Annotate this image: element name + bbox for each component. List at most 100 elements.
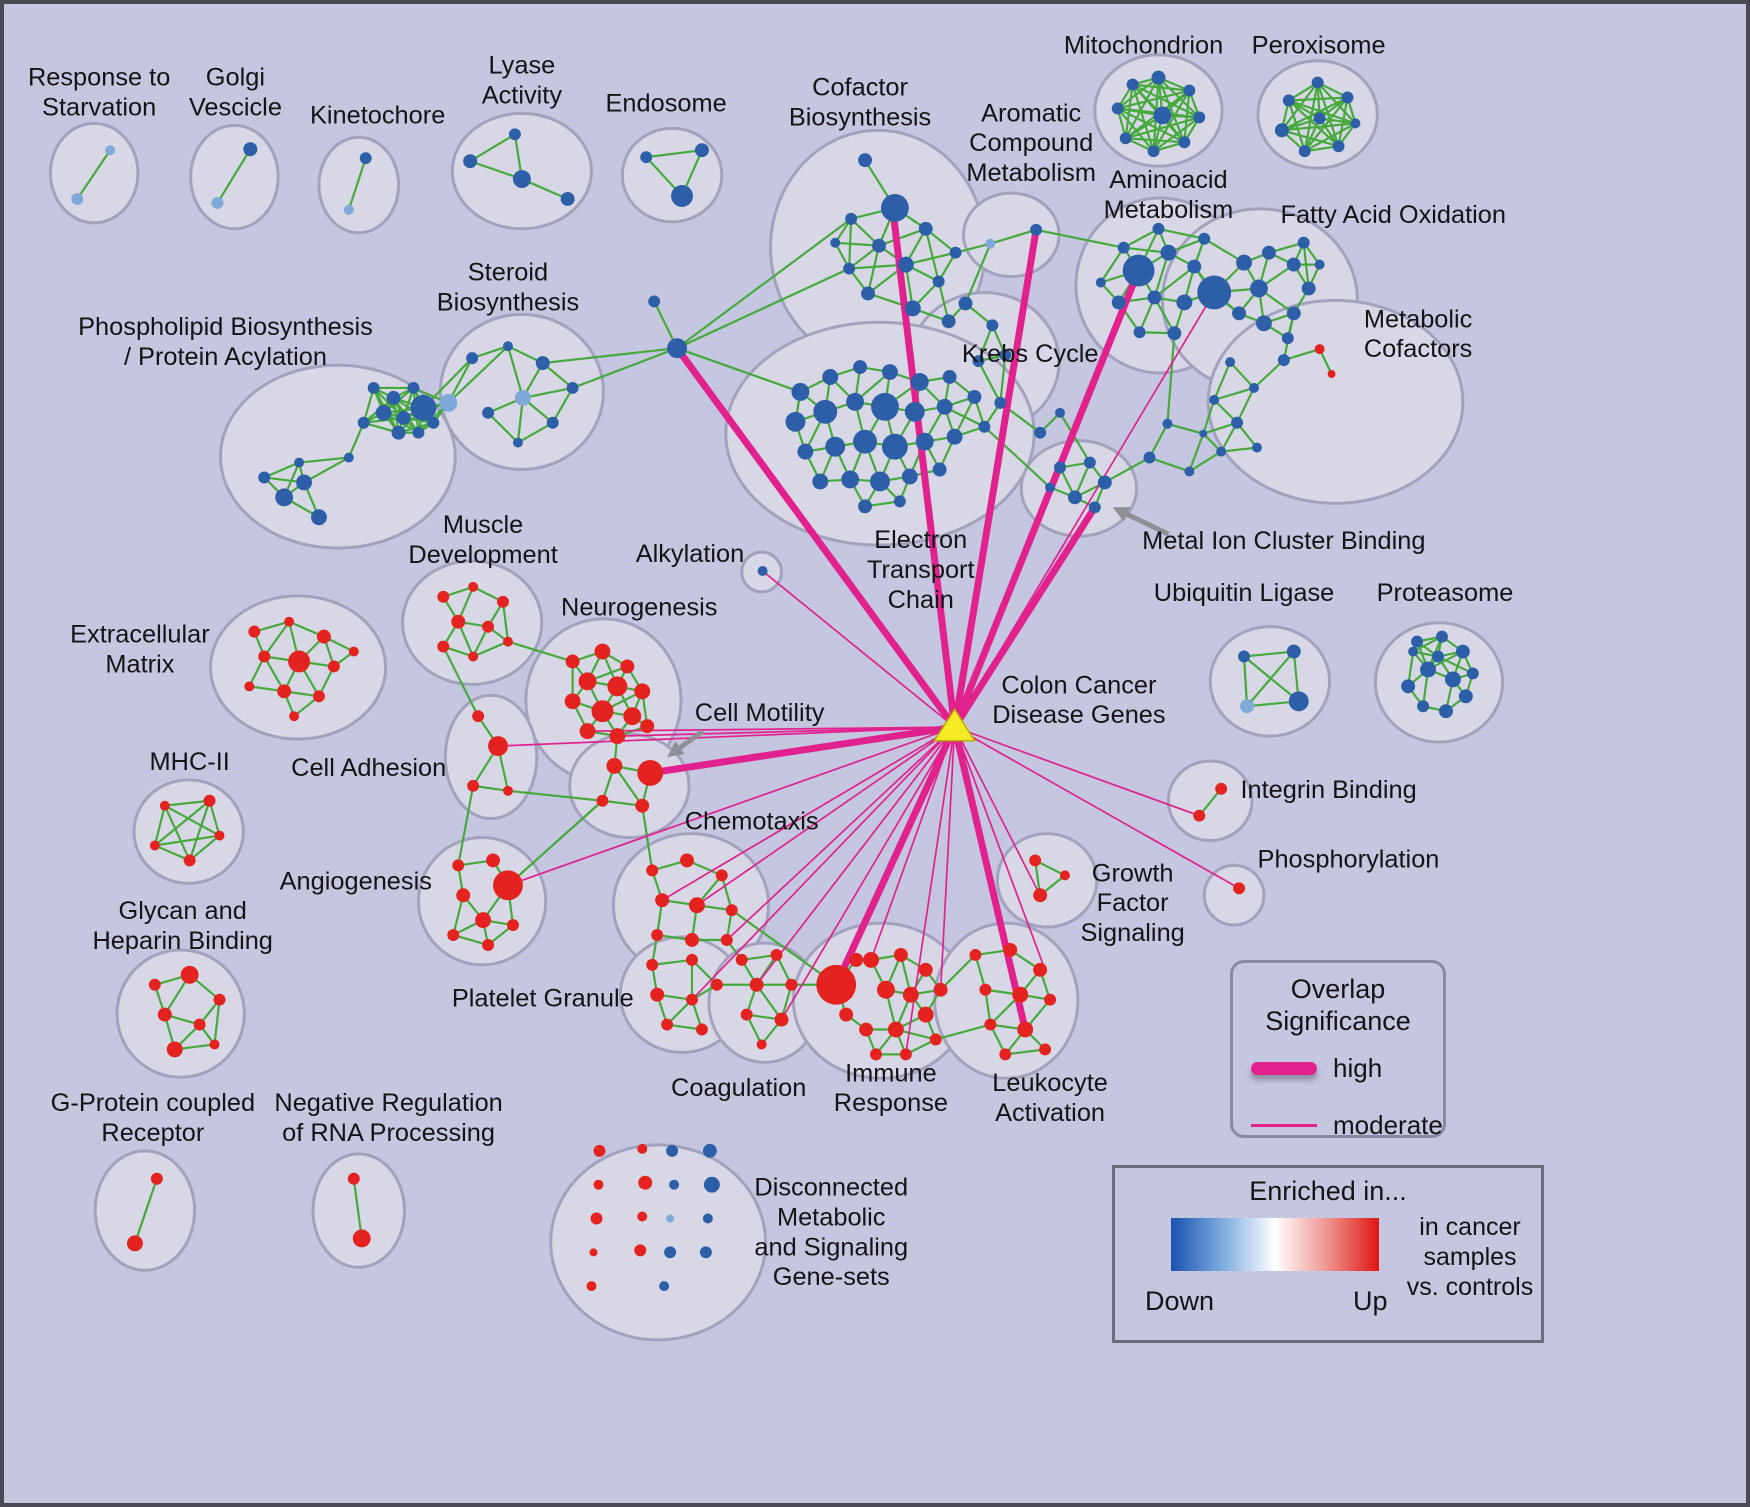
gene-set-node — [881, 364, 898, 380]
gene-set-node — [367, 381, 380, 394]
gene-set-node — [1199, 429, 1208, 438]
disease-association-edge-moderate — [953, 726, 1046, 971]
gene-set-node — [853, 360, 868, 375]
gene-set-node — [870, 471, 890, 492]
gene-set-node — [566, 381, 579, 394]
gene-set-node — [1288, 691, 1309, 712]
gene-set-node — [427, 416, 440, 429]
gene-overlap-edge — [154, 799, 211, 847]
gene-set-node — [1314, 259, 1325, 270]
gene-set-node — [1438, 704, 1453, 719]
gene-set-node — [468, 581, 479, 592]
gene-set-node — [502, 636, 513, 647]
gene-overlap-edge — [298, 456, 349, 464]
gene-overlap-edge — [501, 601, 510, 642]
gene-set-node — [872, 238, 886, 253]
cluster-hull-metabolic-cofactors — [1206, 298, 1465, 505]
gene-set-node — [861, 286, 875, 301]
gene-set-node — [1147, 145, 1160, 158]
gene-set-node — [1341, 91, 1354, 104]
enrichment-legend-title: Enriched in... — [1249, 1176, 1407, 1206]
gene-set-node — [770, 948, 783, 961]
gene-set-node — [596, 794, 609, 807]
gene-overlap-edge — [1229, 361, 1255, 389]
gene-set-node — [893, 495, 906, 508]
gene-overlap-edge — [964, 243, 992, 304]
gene-set-node — [1282, 94, 1295, 107]
disease-association-edge-moderate — [953, 726, 1240, 890]
gene-set-node — [209, 1039, 220, 1050]
gene-set-node — [999, 1048, 1012, 1061]
gene-set-node — [655, 893, 670, 908]
gene-set-node — [609, 728, 626, 745]
cluster-label-mitochondrion: Mitochondrion — [1064, 32, 1223, 60]
gene-set-node — [901, 468, 918, 485]
gene-overlap-edge — [471, 345, 509, 360]
gene-overlap-edge — [1132, 83, 1200, 119]
gene-set-node — [183, 854, 196, 867]
cluster-hull-aromatic-compound-metabolism — [962, 191, 1061, 279]
disease-association-edge-high — [889, 206, 959, 731]
gene-overlap-edge — [1005, 1048, 1046, 1056]
gene-set-node — [512, 170, 531, 189]
gene-set-node — [211, 196, 224, 209]
cluster-label-cell-adhesion: Cell Adhesion — [291, 754, 446, 782]
gene-overlap-edge — [613, 765, 644, 807]
gene-set-node — [1017, 1021, 1034, 1038]
gene-set-node — [1097, 475, 1112, 490]
gene-set-node — [258, 471, 271, 484]
gene-set-node — [396, 410, 411, 425]
gene-overlap-edge — [472, 640, 509, 658]
gene-overlap-edge — [352, 1178, 363, 1239]
gene-set-node — [1126, 78, 1139, 91]
enrichment-color-legend: Enriched in... Down Up in cancer samples… — [1112, 1165, 1544, 1343]
gene-overlap-edge — [939, 954, 977, 991]
gene-set-node — [638, 1175, 653, 1190]
gene-set-node — [565, 654, 580, 669]
gene-set-node — [1111, 102, 1124, 115]
gene-overlap-edge — [974, 954, 987, 991]
disease-association-edge-high — [951, 267, 1143, 731]
cluster-label-angiogenesis: Angiogenesis — [280, 867, 432, 895]
gene-set-node — [159, 800, 170, 811]
gene-set-node — [456, 888, 471, 903]
gene-set-node — [1197, 275, 1232, 310]
gene-set-node — [193, 1018, 206, 1031]
gene-overlap-edge — [1167, 422, 1204, 435]
gene-set-node — [646, 864, 659, 877]
gene-set-node — [1055, 407, 1065, 418]
gene-set-node — [289, 711, 300, 722]
overlap-legend-title-line2: Significance — [1265, 1006, 1411, 1036]
gene-set-node — [858, 153, 873, 168]
gene-overlap-edge — [216, 148, 252, 204]
gene-set-node — [870, 1048, 882, 1061]
gene-set-node — [1274, 123, 1289, 138]
gene-overlap-edge — [1188, 433, 1205, 472]
gene-set-node — [1044, 993, 1057, 1006]
cluster-hull-angiogenesis — [416, 836, 548, 967]
gene-overlap-edge — [164, 804, 221, 837]
gene-set-node — [667, 338, 688, 359]
disease-association-edge-moderate — [507, 726, 956, 887]
gene-set-node — [1162, 418, 1173, 429]
gene-set-node — [407, 381, 420, 394]
gene-set-node — [105, 145, 116, 156]
gene-set-node — [375, 404, 392, 421]
gene-overlap-edge — [1221, 446, 1258, 453]
gene-set-node — [244, 681, 255, 692]
gene-set-node — [640, 719, 655, 734]
gene-overlap-edge — [303, 456, 350, 484]
gene-set-node — [972, 355, 985, 368]
gene-set-node — [512, 437, 523, 448]
gene-set-node — [1215, 782, 1228, 795]
gene-overlap-edge — [517, 421, 554, 444]
gene-set-node — [359, 152, 372, 165]
gene-set-node — [468, 651, 479, 662]
gene-set-node — [715, 869, 728, 882]
gene-set-node — [410, 394, 437, 421]
gene-set-node — [497, 595, 509, 608]
gene-set-node — [1401, 679, 1416, 694]
